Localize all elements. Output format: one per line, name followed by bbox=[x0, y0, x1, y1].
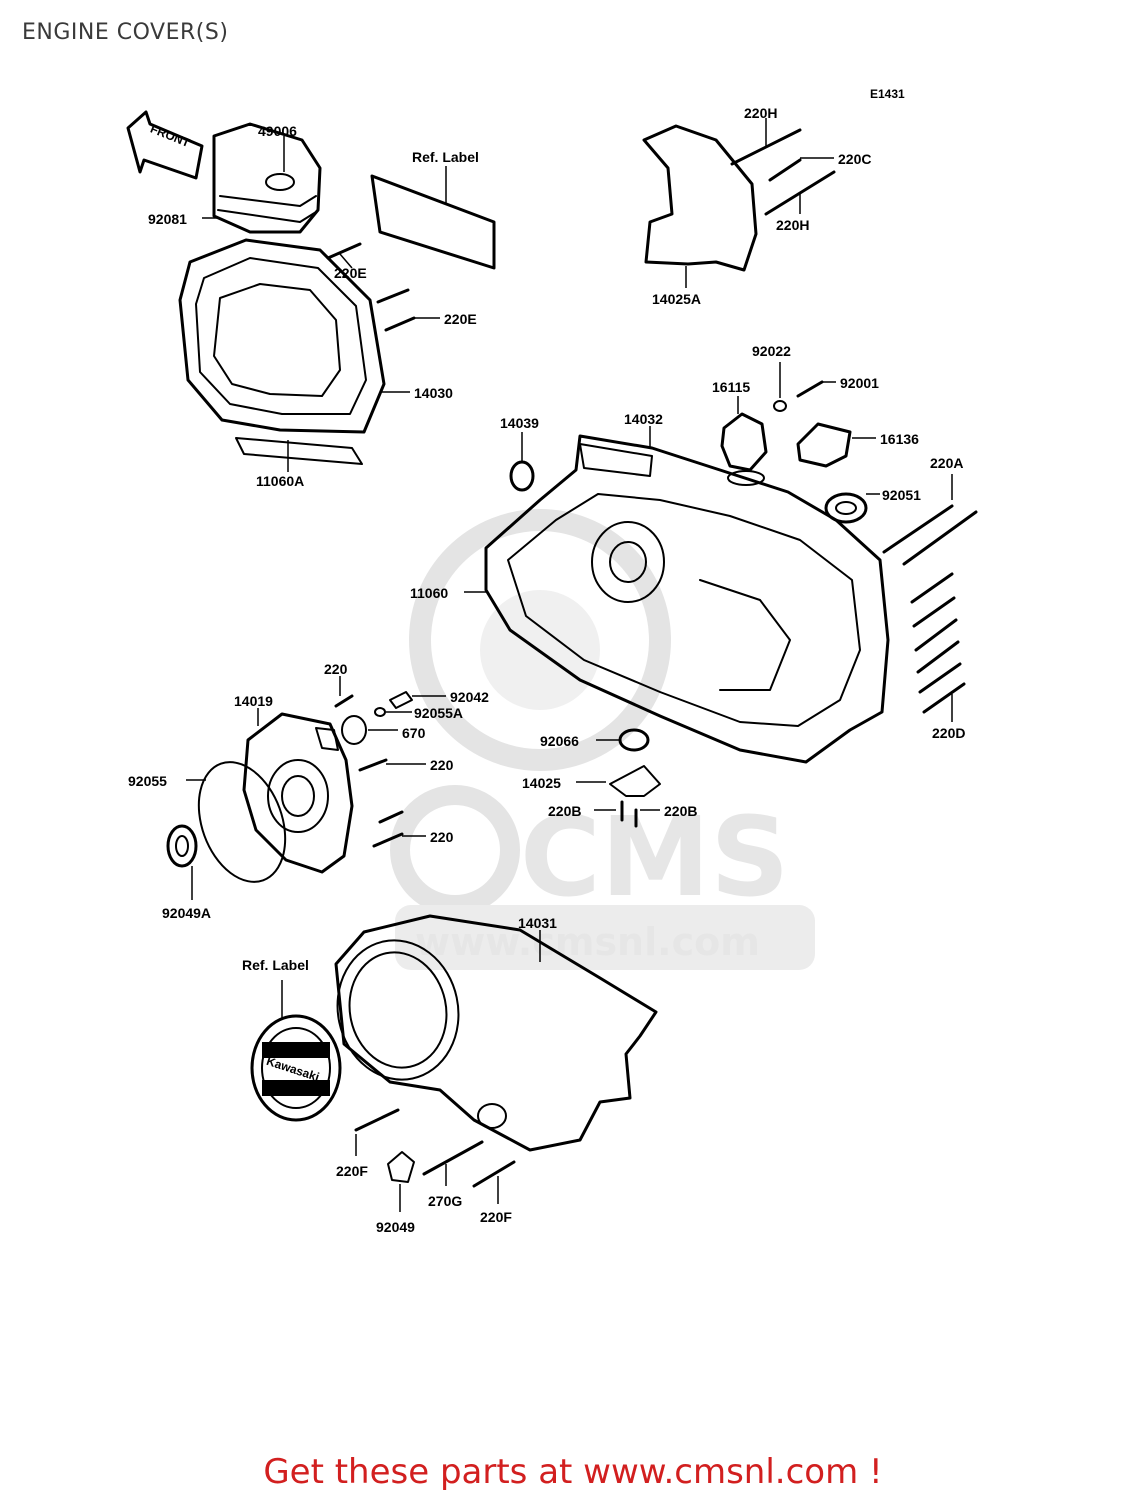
front-arrow: FRONT bbox=[126, 110, 204, 180]
label-92055A: 92055A bbox=[414, 705, 463, 721]
label-92001: 92001 bbox=[840, 375, 879, 391]
label-16136: 16136 bbox=[880, 431, 919, 447]
part-16115-cap bbox=[720, 412, 768, 472]
part-92049-cap bbox=[387, 1151, 415, 1183]
footer-cta-link[interactable]: Get these parts at www.cmsnl.com ! bbox=[263, 1452, 883, 1492]
label-92066: 92066 bbox=[540, 733, 579, 749]
part-92055A bbox=[374, 707, 386, 717]
label-14031: 14031 bbox=[518, 915, 557, 931]
figure-code: E1431 bbox=[870, 87, 905, 101]
label-92049: 92049 bbox=[376, 1219, 415, 1235]
label-270G: 270G bbox=[428, 1193, 462, 1209]
label-14032: 14032 bbox=[624, 411, 663, 427]
front-arrow-shape bbox=[126, 110, 204, 180]
part-92055-oring bbox=[197, 761, 287, 883]
badge-text: Kawasaki bbox=[265, 1054, 321, 1084]
label-220F-b: 220F bbox=[480, 1209, 512, 1225]
label-92049A: 92049A bbox=[162, 905, 211, 921]
label-92042: 92042 bbox=[450, 689, 489, 705]
part-670 bbox=[341, 715, 367, 745]
label-ref-label-bottom: Ref. Label bbox=[242, 957, 309, 973]
label-14025: 14025 bbox=[522, 775, 561, 791]
part-14032-cover bbox=[484, 434, 890, 764]
label-220E-b: 220E bbox=[444, 311, 477, 327]
label-220-b: 220 bbox=[430, 757, 454, 773]
label-49006: 49006 bbox=[258, 123, 297, 139]
part-92051-seal bbox=[824, 492, 868, 524]
label-92081: 92081 bbox=[148, 211, 187, 227]
part-16136-plate bbox=[796, 422, 852, 468]
watermark-mascot-head bbox=[409, 509, 671, 771]
label-220H-a: 220H bbox=[744, 105, 777, 121]
label-11060: 11060 bbox=[410, 585, 448, 601]
parts-diagram: CMS www.cmsnl.com E1431 FRONT 49006 9208… bbox=[126, 87, 978, 1235]
watermark-logo-text: CMS bbox=[520, 793, 789, 921]
watermark-url-text: www.cmsnl.com bbox=[415, 920, 760, 964]
page-title: ENGINE COVER(S) bbox=[22, 20, 229, 45]
label-14025A: 14025A bbox=[652, 291, 701, 307]
part-14025A-bracket bbox=[642, 124, 758, 272]
label-220A: 220A bbox=[930, 455, 963, 471]
label-14030: 14030 bbox=[414, 385, 453, 401]
label-16115: 16115 bbox=[712, 379, 750, 395]
part-92042 bbox=[389, 691, 413, 709]
part-14030-cover bbox=[178, 238, 386, 465]
cms-watermark: CMS www.cmsnl.com bbox=[390, 509, 815, 970]
label-92022: 92022 bbox=[752, 343, 791, 359]
label-220B-a: 220B bbox=[548, 803, 581, 819]
ref-label-badge: Kawasaki bbox=[250, 1014, 342, 1122]
label-220F-a: 220F bbox=[336, 1163, 368, 1179]
part-49006-cover bbox=[212, 122, 322, 234]
label-220D: 220D bbox=[932, 725, 965, 741]
label-ref-label-top: Ref. Label bbox=[412, 149, 479, 165]
label-92051: 92051 bbox=[882, 487, 921, 503]
front-arrow-label: FRONT bbox=[148, 122, 192, 151]
label-220E-a: 220E bbox=[334, 265, 367, 281]
label-220-a: 220 bbox=[324, 661, 348, 677]
part-14019-cover bbox=[242, 712, 354, 874]
label-11060A: 11060A bbox=[256, 473, 304, 489]
label-220B-b: 220B bbox=[664, 803, 697, 819]
label-220-c: 220 bbox=[430, 829, 454, 845]
label-14039: 14039 bbox=[500, 415, 539, 431]
watermark-url-band bbox=[395, 905, 815, 970]
watermark-logo-ring bbox=[390, 785, 520, 915]
label-92055: 92055 bbox=[128, 773, 167, 789]
label-220H-b: 220H bbox=[776, 217, 809, 233]
part-14025-bracket bbox=[609, 765, 661, 797]
label-14019: 14019 bbox=[234, 693, 273, 709]
part-14031-cover bbox=[334, 914, 658, 1152]
part-92022-washer bbox=[773, 400, 787, 412]
label-670: 670 bbox=[402, 725, 426, 741]
part-92049A-seal bbox=[166, 824, 198, 868]
ref-label-top-plate bbox=[370, 174, 496, 270]
label-220C: 220C bbox=[838, 151, 871, 167]
part-14039-plug bbox=[509, 460, 535, 492]
